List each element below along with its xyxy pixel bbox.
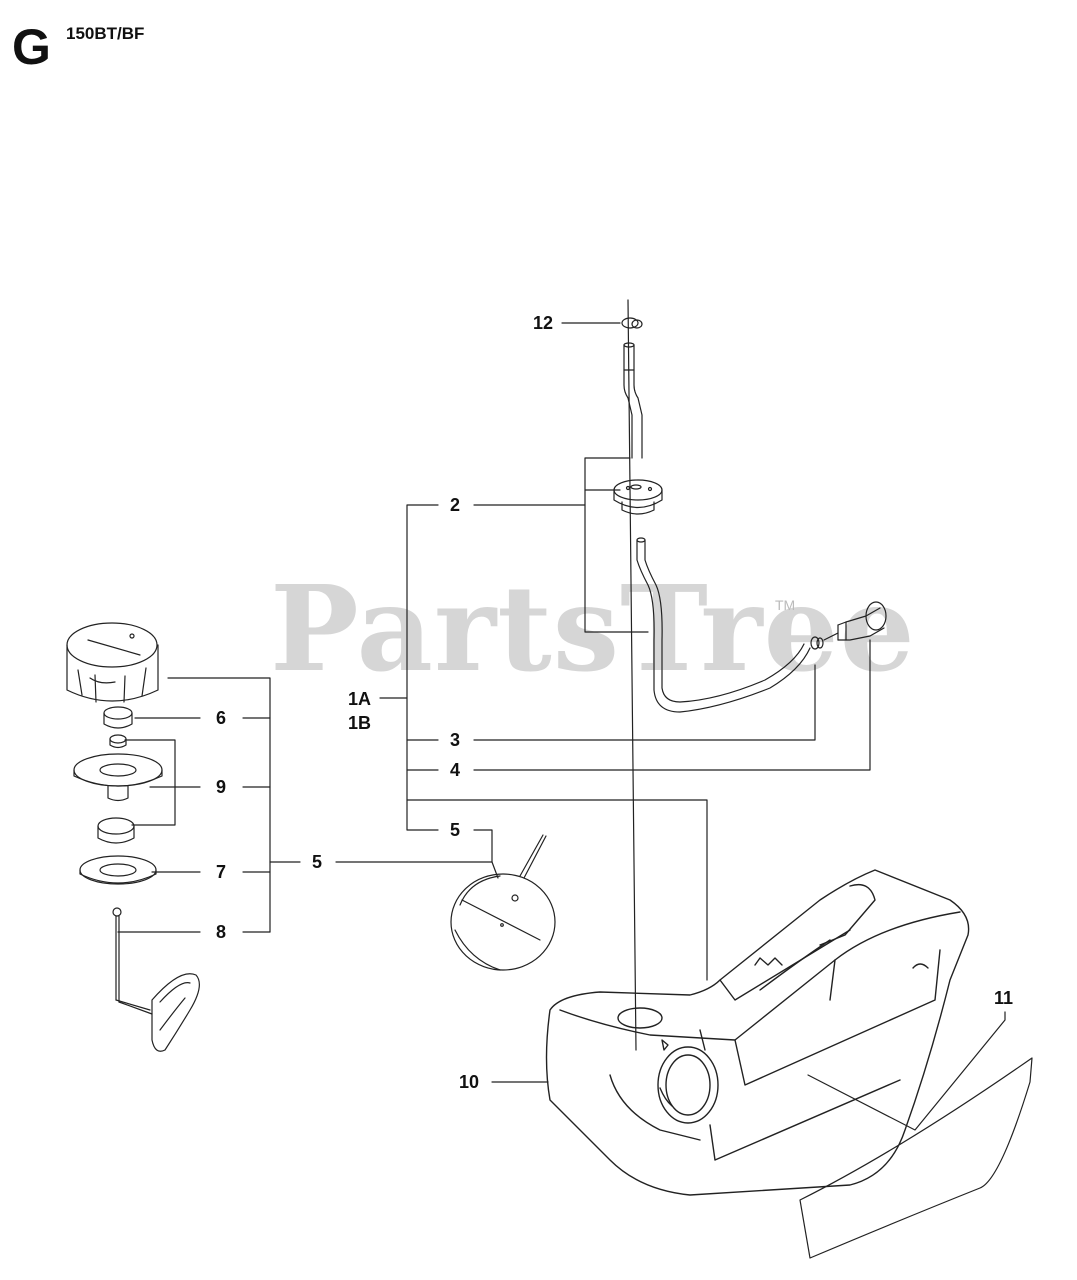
hose-clip-part xyxy=(621,317,643,329)
fuel-cap-assembly-part xyxy=(450,834,556,971)
callout-1a: 1A xyxy=(348,689,371,709)
fuel-cap-part xyxy=(66,622,159,703)
vent-hose-part xyxy=(623,342,643,459)
leader-lines xyxy=(117,322,1006,1131)
callout-labels: 12 2 1A 1B 3 4 5 5 6 9 7 8 10 11 xyxy=(216,313,1013,1092)
callout-1b: 1B xyxy=(348,713,371,733)
cap-washer-part xyxy=(79,855,157,885)
grommet-part xyxy=(613,479,663,515)
cap-valve-part xyxy=(73,734,163,844)
callout-12: 12 xyxy=(533,313,553,333)
callout-9: 9 xyxy=(216,777,226,797)
callout-8: 8 xyxy=(216,922,226,942)
decal-part xyxy=(799,1057,1033,1259)
section-letter: G xyxy=(12,19,51,75)
callout-5-left: 5 xyxy=(312,852,322,872)
model-code: 150BT/BF xyxy=(66,24,145,43)
callout-6: 6 xyxy=(216,708,226,728)
hose-clamp-part xyxy=(810,636,824,650)
fuel-tank-part xyxy=(545,869,970,1196)
assembly-axis xyxy=(627,299,637,1051)
callout-2: 2 xyxy=(450,495,460,515)
callout-3: 3 xyxy=(450,730,460,750)
watermark-brand: PartsTree xyxy=(270,559,916,698)
fuel-hose-part xyxy=(636,537,811,713)
cap-tether-part xyxy=(112,907,200,1052)
watermark-trademark: TM xyxy=(775,597,796,613)
fuel-filter-part xyxy=(823,601,887,641)
cap-insert-part xyxy=(103,706,133,729)
callout-11: 11 xyxy=(994,988,1013,1008)
callout-10: 10 xyxy=(459,1072,479,1092)
callout-4: 4 xyxy=(450,760,460,780)
callout-5-upper: 5 xyxy=(450,820,460,840)
callout-7: 7 xyxy=(216,862,226,882)
